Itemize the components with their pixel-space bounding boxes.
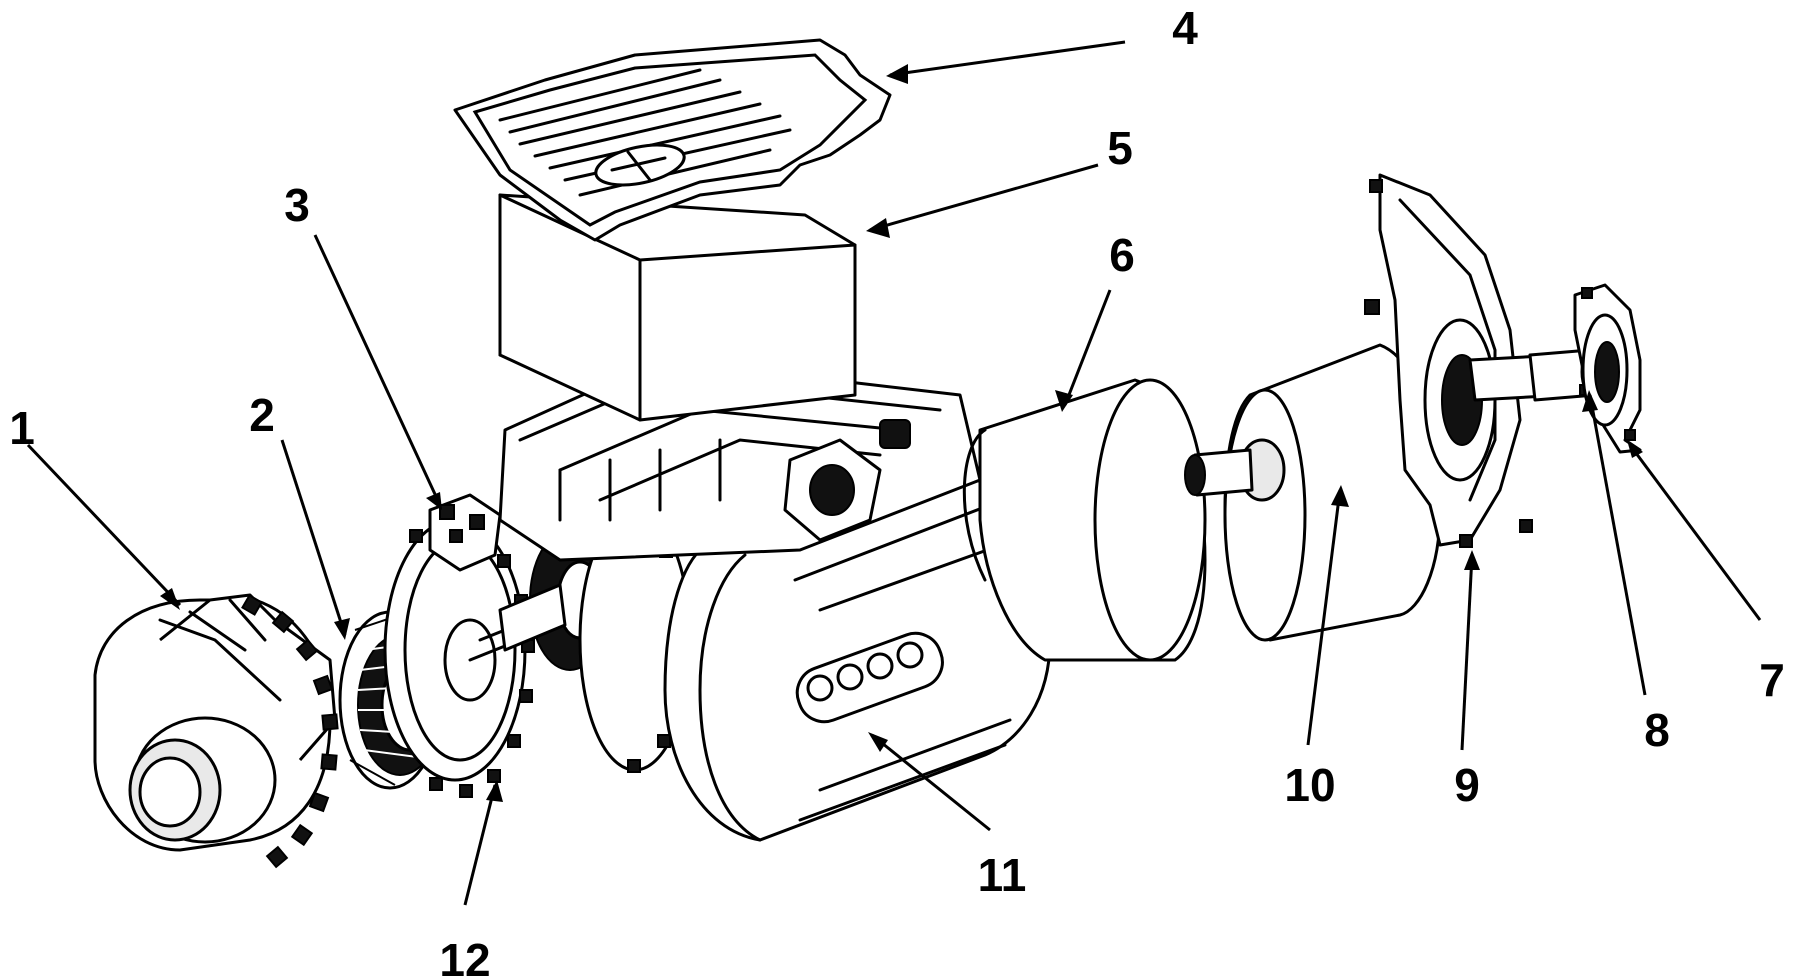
label-2: 2	[249, 389, 275, 441]
arrowheads	[160, 64, 1643, 802]
leader-10	[1306, 489, 1342, 746]
leader-lines	[26, 40, 1762, 906]
leader-8	[1588, 394, 1647, 696]
label-1: 1	[9, 402, 35, 454]
label-12: 12	[439, 934, 491, 980]
part-12-toothed-flange	[383, 518, 582, 798]
label-7: 7	[1759, 654, 1785, 706]
label-11: 11	[977, 849, 1027, 901]
label-6: 6	[1109, 229, 1135, 281]
label-3: 3	[284, 179, 310, 231]
part-7-end-cap	[1573, 283, 1642, 454]
label-9: 9	[1454, 759, 1480, 811]
label-4: 4	[1172, 2, 1198, 54]
part-9-end-plate	[1364, 173, 1567, 548]
part-4-cover-plate	[453, 38, 892, 242]
leader-9	[1460, 554, 1474, 751]
leader-2	[280, 439, 347, 636]
part-1-gear-housing	[93, 593, 339, 869]
leader-3	[313, 234, 442, 506]
leader-7	[1628, 444, 1762, 621]
part-6-stator-sleeve	[962, 378, 1207, 662]
part-10-rotor	[1184, 343, 1442, 642]
label-5: 5	[1107, 122, 1133, 174]
part-5-inverter-box	[498, 193, 857, 422]
leader-1	[26, 443, 182, 607]
leader-6	[1063, 289, 1112, 406]
leader-4	[889, 40, 1126, 77]
leader-12	[463, 784, 497, 906]
part-11-motor-housing	[498, 358, 1052, 842]
part-3-connector	[428, 493, 502, 572]
leader-11	[871, 733, 991, 832]
leader-5	[869, 163, 1099, 232]
label-10: 10	[1284, 759, 1336, 811]
label-8: 8	[1644, 704, 1670, 756]
